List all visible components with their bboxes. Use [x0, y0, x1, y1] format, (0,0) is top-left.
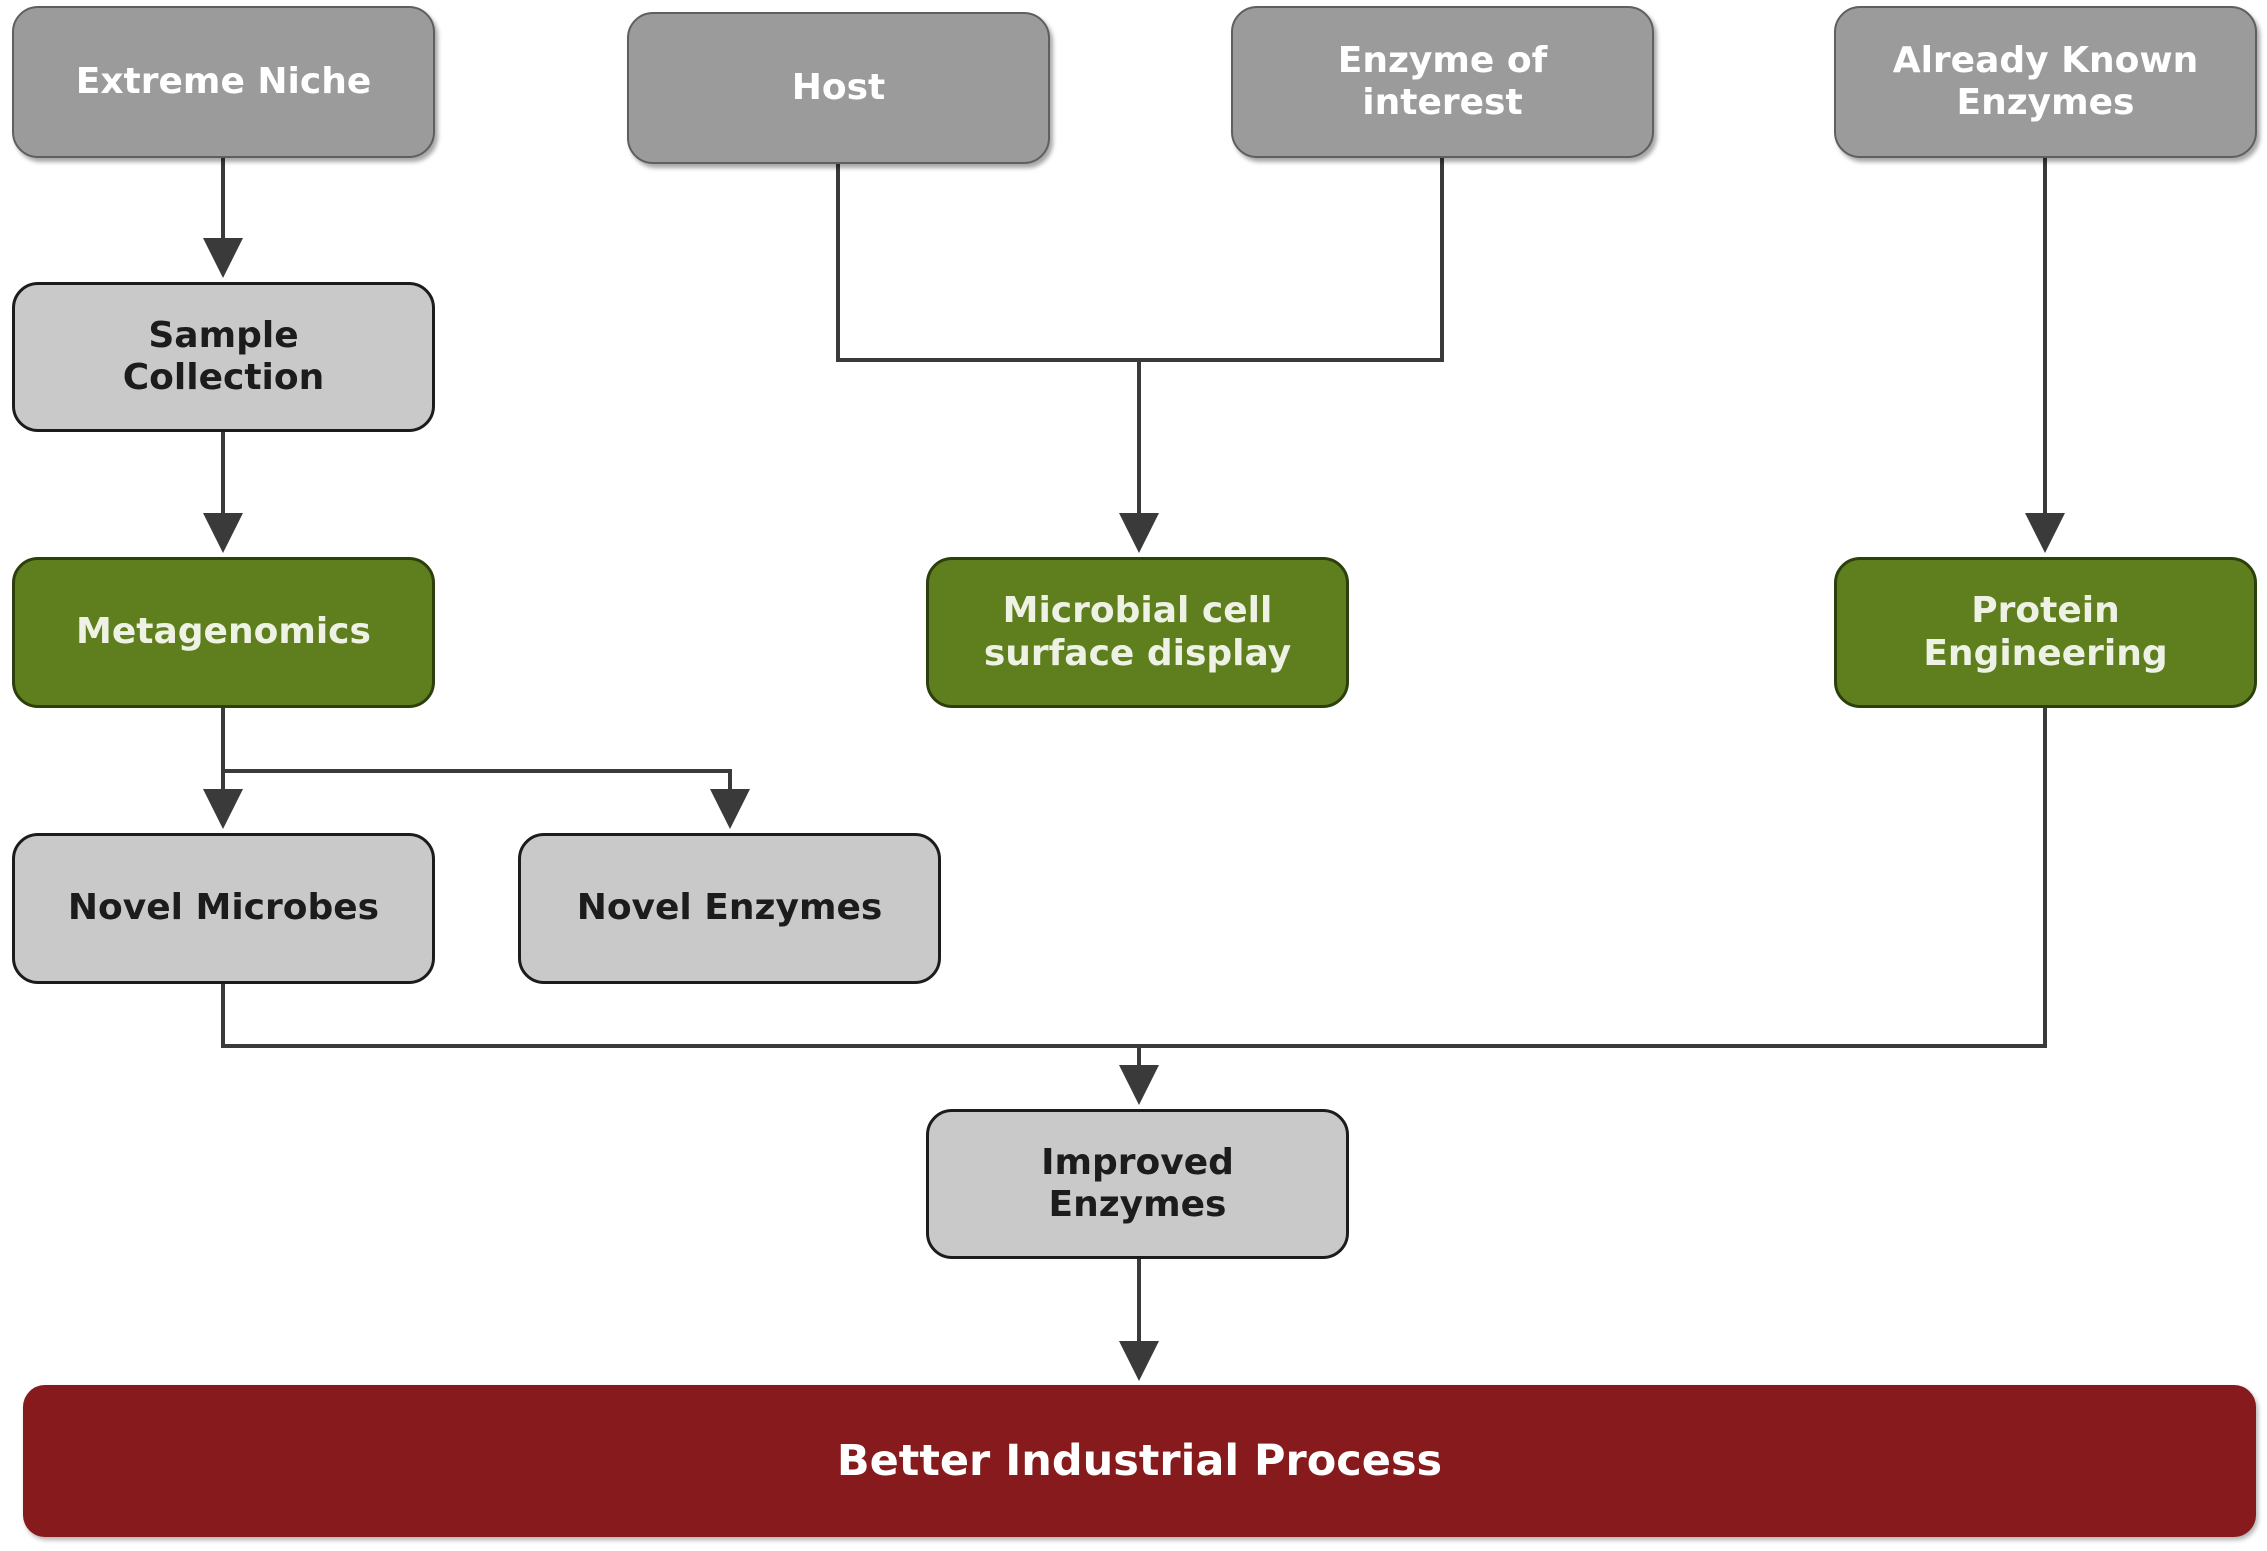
arrow-metagenomics-to-novel-enzymes [223, 769, 750, 829]
node-protein-engineering: Protein Engineering [1834, 557, 2257, 708]
node-improved-enzymes: Improved Enzymes [926, 1109, 1349, 1259]
node-already-known-enzymes: Already Known Enzymes [1834, 6, 2257, 158]
node-metagenomics: Metagenomics [12, 557, 435, 708]
node-host: Host [627, 12, 1050, 164]
node-better-industrial-process: Better Industrial Process [23, 1385, 2256, 1537]
node-sample-collection: Sample Collection [12, 282, 435, 432]
node-enzyme-of-interest: Enzyme of interest [1231, 6, 1654, 158]
node-novel-microbes: Novel Microbes [12, 833, 435, 984]
node-novel-enzymes: Novel Enzymes [518, 833, 941, 984]
node-microbial-cell-surface-display: Microbial cell surface display [926, 557, 1349, 708]
node-extreme-niche: Extreme Niche [12, 6, 435, 158]
line-host-enzyme-join [836, 158, 1444, 362]
line-merge-to-improved [221, 708, 2047, 1048]
